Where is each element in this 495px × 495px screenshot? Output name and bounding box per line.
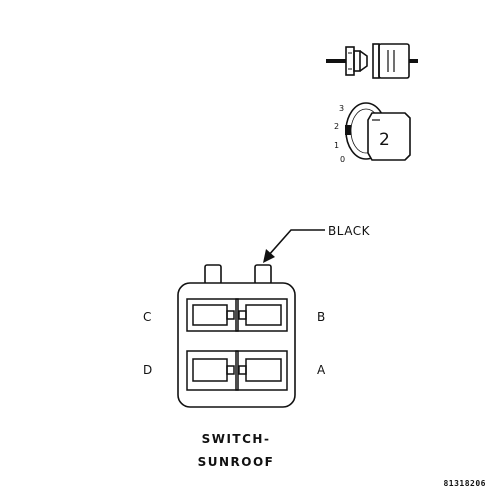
connector-body — [177, 264, 296, 408]
cavity-c — [186, 298, 239, 332]
connector-tab-right — [254, 264, 272, 285]
terminal-label-a: A — [317, 363, 326, 377]
key-position-2: 2 — [334, 122, 339, 131]
connector-title-line2: SUNROOF — [198, 455, 275, 469]
terminal-label-d: D — [143, 363, 152, 377]
connector-tab-left — [204, 264, 222, 285]
black-callout-label: BLACK — [328, 224, 371, 238]
key-position-icon: 3 2 1 0 2 — [334, 102, 411, 164]
cavity-a — [235, 350, 288, 391]
key-position-3: 3 — [339, 104, 344, 113]
key-position-0: 0 — [340, 155, 345, 164]
connector-housing — [177, 282, 296, 408]
terminal-cavities — [186, 298, 288, 391]
terminal-label-b: B — [317, 310, 325, 324]
key-number: 2 — [379, 130, 390, 150]
black-callout-arrow — [263, 229, 325, 263]
connector-title-line1: SWITCH- — [202, 432, 271, 446]
terminal-label-c: C — [143, 310, 151, 324]
cavity-d — [186, 350, 239, 391]
connector-mating-icon — [326, 43, 418, 79]
key-position-1: 1 — [334, 141, 339, 150]
cavity-b — [235, 298, 288, 332]
figure-id: 81318206 — [443, 479, 486, 488]
